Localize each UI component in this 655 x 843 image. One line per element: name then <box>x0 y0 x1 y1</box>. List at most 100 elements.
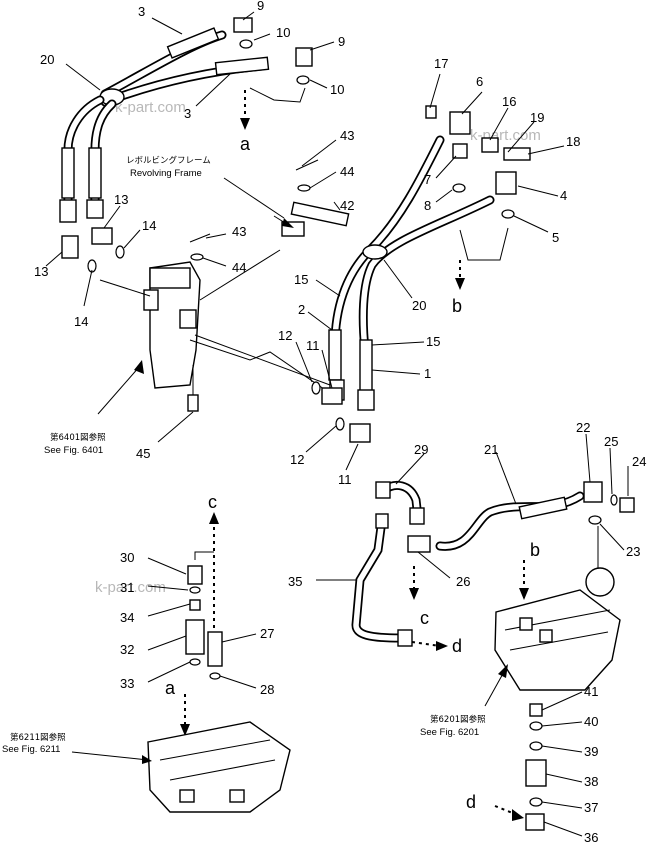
flow-label-a: a <box>165 678 176 698</box>
flow-arrow-a <box>240 87 306 130</box>
callout-18: 18 <box>566 134 580 149</box>
flow-label-c: c <box>208 492 217 512</box>
hose-sleeve <box>359 339 373 393</box>
nipple <box>189 599 201 611</box>
callout-3: 3 <box>138 4 145 19</box>
hose-sleeve <box>328 329 342 381</box>
elbow-fitting <box>449 111 471 135</box>
hose-fitting <box>357 389 375 411</box>
callout-13: 13 <box>114 192 128 207</box>
callout-26: 26 <box>456 574 470 589</box>
flow-label-a: a <box>240 134 251 154</box>
callout-5: 5 <box>552 230 559 245</box>
o-ring <box>529 797 543 807</box>
callout-14: 14 <box>142 218 156 233</box>
callout-15: 15 <box>426 334 440 349</box>
hose-sleeve <box>518 496 568 520</box>
tee-fitting <box>407 535 431 553</box>
callout-23: 23 <box>626 544 640 559</box>
callout-11: 11 <box>338 472 352 487</box>
fig6201-jp: 第6201図参照 <box>430 714 486 725</box>
o-ring <box>209 672 221 680</box>
flow-label-b: b <box>530 540 540 560</box>
o-ring <box>452 183 466 193</box>
callout-28: 28 <box>260 682 274 697</box>
control-valve-body <box>147 721 291 813</box>
hose-group-bottom-right <box>351 480 635 831</box>
flow-label-b: b <box>452 296 462 316</box>
callout-35: 35 <box>288 574 302 589</box>
callout-12: 12 <box>290 452 304 467</box>
control-valve-body <box>494 589 621 691</box>
o-ring <box>610 494 618 506</box>
callout-20: 20 <box>412 298 426 313</box>
flow-arrow-b <box>455 227 509 290</box>
fig6401-en: See Fig. 6401 <box>44 445 103 456</box>
callout-8: 8 <box>424 198 431 213</box>
fig6201-en: See Fig. 6201 <box>420 727 479 738</box>
revolving-frame-en: Revolving Frame <box>130 168 202 179</box>
hose-clamp <box>362 244 388 260</box>
o-ring <box>296 75 310 85</box>
callout-29: 29 <box>414 442 428 457</box>
connector <box>452 143 468 159</box>
o-ring <box>189 658 201 666</box>
callout-45: 45 <box>136 446 150 461</box>
o-ring <box>529 741 543 751</box>
flow-label-d: d <box>466 792 476 812</box>
hose-sleeve <box>61 147 75 199</box>
pipe-fitting <box>409 507 425 525</box>
callout-22: 22 <box>576 420 590 435</box>
callout-17: 17 <box>434 56 448 71</box>
callout-10: 10 <box>276 25 290 40</box>
fig6211-en: See Fig. 6211 <box>2 744 60 755</box>
revolving-frame-jp: レボルビングフレーム <box>126 155 211 166</box>
callout-20: 20 <box>40 52 54 67</box>
callout-40: 40 <box>584 714 598 729</box>
elbow-fitting <box>295 47 313 67</box>
o-ring <box>311 381 321 395</box>
fig6211-jp: 第6211図参照 <box>10 732 66 743</box>
elbow-fitting <box>525 813 545 831</box>
reference-notes: レボルビングフレーム Revolving Frame 第6401図参照 See … <box>2 155 486 755</box>
hose-group-top-right <box>311 105 531 443</box>
callout-9: 9 <box>257 0 264 13</box>
callout-36: 36 <box>584 830 598 843</box>
fig6401-jp: 第6401図参照 <box>50 432 106 443</box>
nipple <box>529 703 543 717</box>
callout-labels: 1 2 3 3 4 5 6 7 8 9 9 10 10 11 11 12 12 … <box>34 0 646 843</box>
hose-sleeve <box>166 27 220 59</box>
valve-port <box>539 629 553 643</box>
connector <box>525 759 547 787</box>
pipe-fitting <box>375 481 391 499</box>
pipe-fitting <box>375 513 389 529</box>
o-ring <box>529 721 543 731</box>
callout-9: 9 <box>338 34 345 49</box>
hose-sleeve <box>214 56 270 76</box>
callout-43: 43 <box>232 224 246 239</box>
hose-sleeve <box>88 147 102 199</box>
callout-24: 24 <box>632 454 646 469</box>
hose-fitting <box>59 199 77 223</box>
callout-15: 15 <box>294 272 308 287</box>
hose-fitting <box>86 199 104 219</box>
elbow-fitting <box>321 387 343 405</box>
callout-7: 7 <box>424 172 431 187</box>
pipe-fitting <box>397 629 413 647</box>
callout-32: 32 <box>120 642 134 657</box>
bracket-assembly <box>189 159 350 261</box>
callout-11: 11 <box>306 338 320 353</box>
bolt <box>187 394 199 412</box>
callout-12: 12 <box>278 328 292 343</box>
flow-label-c: c <box>420 608 429 628</box>
o-ring <box>189 586 201 594</box>
callout-6: 6 <box>476 74 483 89</box>
o-ring <box>335 417 345 431</box>
elbow-fitting <box>495 171 517 195</box>
callout-38: 38 <box>584 774 598 789</box>
callout-33: 33 <box>120 676 134 691</box>
callout-39: 39 <box>584 744 598 759</box>
callout-16: 16 <box>502 94 516 109</box>
callout-10: 10 <box>330 82 344 97</box>
